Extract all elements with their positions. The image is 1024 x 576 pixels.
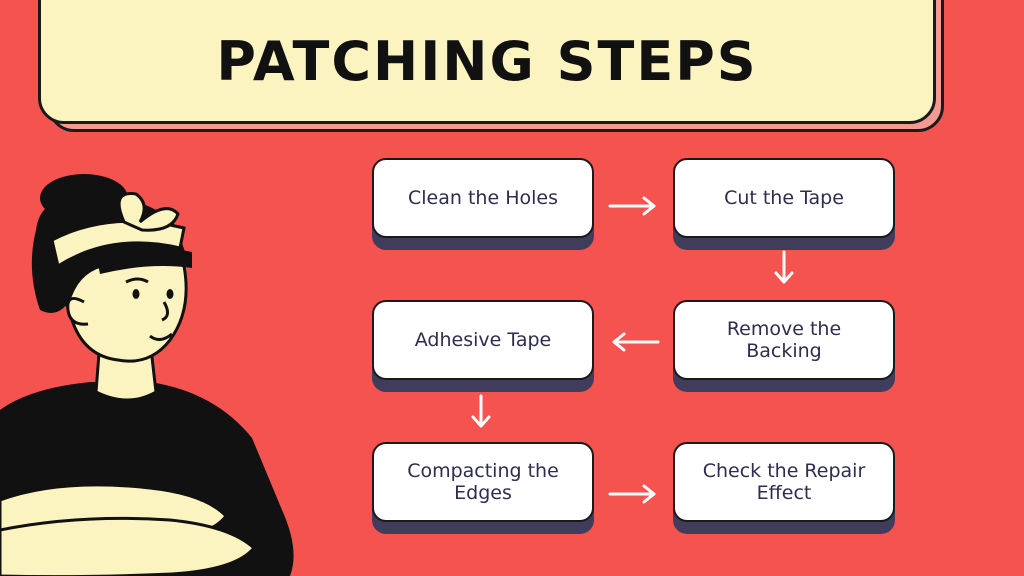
step-compacting-edges: Compacting the Edges (372, 442, 594, 522)
step-adhesive-tape: Adhesive Tape (372, 300, 594, 380)
arrow-down-icon (774, 250, 794, 284)
step-check-repair: Check the Repair Effect (673, 442, 895, 522)
arrow-right-icon (608, 484, 656, 504)
person-eye (132, 289, 140, 299)
person-mouth (149, 332, 173, 341)
person-illustration (0, 174, 294, 576)
step-label: Cut the Tape (724, 187, 844, 209)
person-bangs (96, 246, 192, 274)
person-headband (50, 219, 186, 269)
arrow-left-icon (612, 332, 660, 352)
person-hand (199, 497, 246, 532)
arrow-right-icon (608, 196, 656, 216)
step-label: Remove the Backing (726, 318, 842, 362)
step-cut-tape: Cut the Tape (673, 158, 895, 238)
step-clean-holes: Clean the Holes (372, 158, 594, 238)
step-remove-backing: Remove the Backing (673, 300, 895, 380)
person-ear (66, 296, 89, 326)
page-title: PATCHING STEPS (216, 30, 758, 93)
step-label: Check the Repair Effect (702, 460, 866, 504)
person-headband-bow (117, 192, 180, 232)
person-eye (166, 289, 174, 299)
person-arm-right (0, 516, 257, 576)
step-label: Adhesive Tape (414, 329, 552, 351)
step-label: Compacting the Edges (407, 460, 559, 504)
person-eyebrow (125, 277, 149, 284)
person-nose (161, 301, 169, 322)
step-label: Clean the Holes (408, 187, 558, 209)
arrow-down-icon (471, 394, 491, 428)
title-banner: PATCHING STEPS (38, 0, 936, 124)
